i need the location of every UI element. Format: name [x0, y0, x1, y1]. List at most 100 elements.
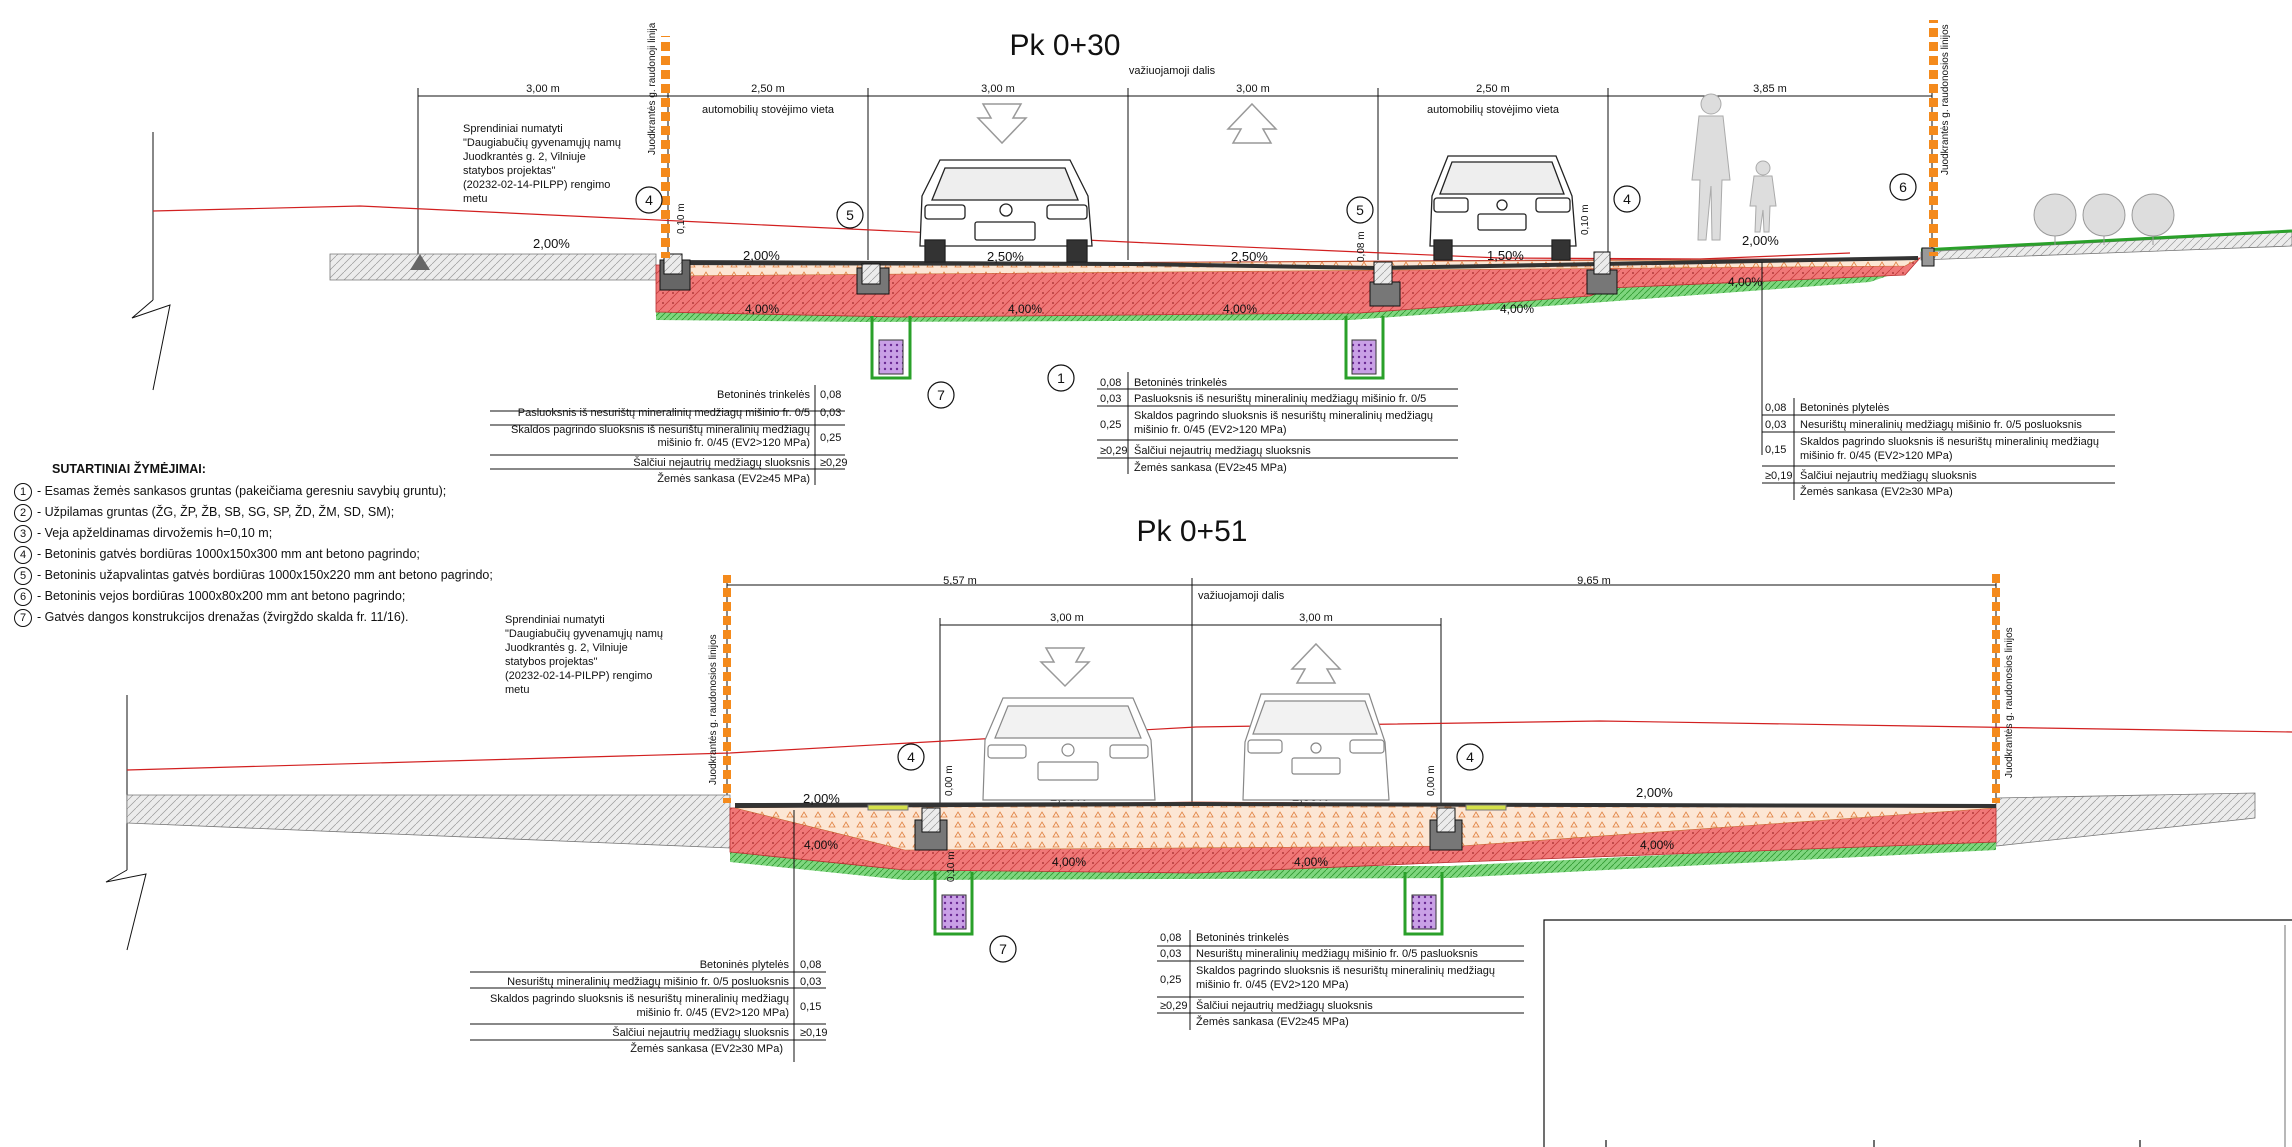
- red-line-label: Juodkrantės g. raudonosios linijos: [1940, 24, 1951, 175]
- layer-thickness: 0,25: [1160, 974, 1181, 986]
- drain-wrap: [870, 316, 912, 380]
- legend-title: SUTARTINIAI ŽYMĖJIMAI:: [52, 462, 206, 476]
- dimension-label: 3,00 m: [1299, 612, 1333, 624]
- slope-label: 4,00%: [1640, 838, 1674, 852]
- parking-label: automobilių stovėjimo vieta: [1427, 104, 1560, 116]
- layer-name: Šalčiui nejautrių medžiagų sluoksnis: [612, 1026, 789, 1039]
- height-label: 0,00 m: [1426, 765, 1437, 796]
- curb-top: [663, 253, 683, 275]
- legend-item: 7- Gatvės dangos konstrukcijos drenažas …: [14, 607, 493, 628]
- layer-thickness: 0,08: [1100, 377, 1121, 389]
- layer-thickness: 0,08: [1160, 932, 1181, 944]
- legend-text: - Betoninis gatvės bordiūras 1000x150x30…: [37, 547, 420, 561]
- carriageway-label: važiuojamoji dalis: [1198, 590, 1285, 602]
- layer-name: mišinio fr. 0/45 (EV2>120 MPa): [636, 1007, 789, 1019]
- section-title: Pk 0+51: [1137, 515, 1248, 548]
- slope-label: 2,50%: [1231, 249, 1268, 264]
- layer-name: Pasluoksnis iš nesurištų mineralinių med…: [518, 407, 810, 419]
- section-pk-0-51: Pk 0+51 važiuojamoji dalis 5,57 m 9,65 m…: [105, 515, 2292, 1062]
- existing-ground: [126, 794, 731, 849]
- red-line-marker: [1992, 573, 2000, 803]
- layer-thickness: ≥0,29: [1100, 445, 1127, 457]
- layer-name: Šalčiui nejautrių medžiagų sluoksnis: [1196, 999, 1373, 1012]
- drain: [941, 894, 967, 930]
- note-line: "Daugiabučių gyvenamųjų namų: [463, 137, 621, 149]
- height-label: 0,08 m: [1356, 231, 1367, 262]
- layer-name: mišinio fr. 0/45 (EV2>120 MPa): [1196, 979, 1349, 991]
- layer-table: Betoninės plytelės 0,08 Nesurištų minera…: [470, 810, 827, 1062]
- layer-name: Nesurištų mineralinių medžiagų mišinio f…: [1800, 419, 2082, 431]
- slope-label: 1,50%: [1487, 248, 1524, 263]
- layer-name: Nesurištų mineralinių medžiagų mišinio f…: [1196, 948, 1478, 960]
- grass-layer: [730, 810, 1996, 880]
- legend-item: 5- Betoninis užapvalintas gatvės bordiūr…: [14, 565, 493, 586]
- drain: [1411, 894, 1437, 930]
- dimension-label: 9,65 m: [1577, 575, 1611, 587]
- legend-item: 2- Užpilamas gruntas (ŽG, ŽP, ŽB, SB, SG…: [14, 502, 493, 523]
- marker-5: 5: [836, 201, 864, 229]
- legend: SUTARTINIAI ŽYMĖJIMAI: 1- Esamas žemės s…: [14, 459, 493, 628]
- car-rear-icon: [1242, 693, 1390, 801]
- height-label: 0,10 m: [1580, 204, 1591, 235]
- legend-number: 6: [14, 587, 32, 606]
- slope-label: 4,00%: [1294, 855, 1328, 869]
- design-note: Sprendiniai numatyti "Daugiabučių gyvena…: [505, 614, 663, 696]
- marker-5: 5: [1346, 196, 1374, 224]
- slope-label: 4,00%: [804, 838, 838, 852]
- legend-number: 3: [14, 524, 32, 543]
- break-symbol: [131, 299, 171, 391]
- tree-icon: [2033, 193, 2175, 245]
- svg-text:4: 4: [645, 192, 653, 208]
- slope-label: 4,00%: [1223, 302, 1257, 316]
- dimension-label: 3,00 m: [526, 83, 560, 95]
- layer-thickness: 0,25: [1100, 419, 1121, 431]
- marker-4: 4: [897, 743, 925, 771]
- slope-label: 2,00%: [743, 248, 780, 263]
- pedestrian-icon: [1691, 93, 1777, 241]
- legend-number: 1: [14, 482, 32, 501]
- height-label: 0,10 m: [676, 203, 687, 234]
- layer-name: Pasluoksnis iš nesurištų mineralinių med…: [1134, 393, 1426, 405]
- layer-name: Šalčiui nejautrių medžiagų sluoksnis: [1800, 469, 1977, 482]
- red-line-label: Juodkrantės g. raudonoji linija: [647, 22, 658, 155]
- legend-item: 3- Veja apželdinamas dirvožemis h=0,10 m…: [14, 523, 493, 544]
- dimension-chain: [726, 578, 1997, 810]
- layer-thickness: 0,03: [820, 407, 841, 419]
- note-line: statybos projektas": [505, 656, 598, 668]
- dimension-label: 2,50 m: [1476, 83, 1510, 95]
- direction-arrow-down-icon: [1039, 647, 1091, 688]
- layer-thickness: 0,03: [1100, 393, 1121, 405]
- direction-arrow-up-icon: [1290, 642, 1342, 684]
- layer-name: mišinio fr. 0/45 (EV2>120 MPa): [1800, 450, 1953, 462]
- marker-6: 6: [1889, 173, 1917, 201]
- break-symbol: [105, 869, 147, 951]
- slope-label: 2,00%: [1636, 785, 1673, 800]
- note-line: "Daugiabučių gyvenamųjų namų: [505, 628, 663, 640]
- dimension-label: 3,00 m: [1236, 83, 1270, 95]
- legend-number: 7: [14, 608, 32, 627]
- drain: [878, 339, 904, 375]
- layer-table: Betoninės trinkelės 0,08 Pasluoksnis iš …: [490, 385, 847, 485]
- svg-text:4: 4: [1466, 749, 1474, 765]
- paving-strip: [867, 804, 909, 811]
- note-line: metu: [463, 193, 487, 205]
- layer-thickness: ≥0,19: [800, 1027, 827, 1039]
- layer-thickness: 0,03: [1160, 948, 1181, 960]
- legend-number: 5: [14, 566, 32, 585]
- dimension-label: 3,00 m: [1050, 612, 1084, 624]
- layer-table: 0,08 Betoninės trinkelės 0,03 Pasluoksni…: [1097, 372, 1458, 474]
- note-line: (20232-02-14-PILPP) rengimo: [505, 670, 652, 682]
- svg-text:7: 7: [999, 941, 1007, 957]
- legend-item: 4- Betoninis gatvės bordiūras 1000x150x3…: [14, 544, 493, 565]
- layer-name: Šalčiui nejautrių medžiagų sluoksnis: [1134, 444, 1311, 457]
- dimension-label: 3,00 m: [981, 83, 1015, 95]
- note-line: Sprendiniai numatyti: [505, 614, 605, 626]
- layer-name: Žemės sankasa (EV2≥45 MPa): [1134, 461, 1287, 474]
- marker-4: 4: [1613, 185, 1641, 213]
- slope-label: 2,00%: [803, 791, 840, 806]
- layer-name: Žemės sankasa (EV2≥30 MPa): [1800, 485, 1953, 498]
- curb-top: [1436, 807, 1456, 833]
- red-line-marker: [661, 36, 670, 258]
- layer-thickness: 0,15: [800, 1001, 821, 1013]
- car-front-icon: [919, 159, 1093, 263]
